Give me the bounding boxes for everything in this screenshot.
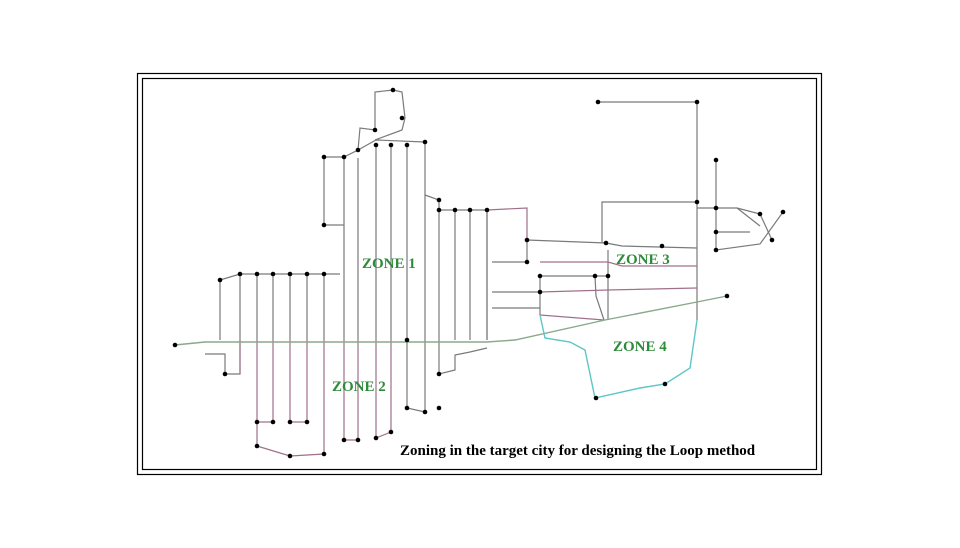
- zone-4-label: ZONE 4: [613, 339, 667, 355]
- network-nodes: [172, 87, 786, 459]
- inner-frame: [141, 77, 818, 471]
- zone-2-label: ZONE 2: [332, 379, 386, 395]
- zone-1-label: ZONE 1: [362, 256, 416, 272]
- zone-3-label: ZONE 3: [616, 252, 670, 268]
- network-trunk: [174, 295, 728, 346]
- outer-frame: [136, 72, 823, 476]
- network-grey: [205, 89, 784, 413]
- figure-caption: Zoning in the target city for designing …: [400, 443, 756, 459]
- network-mauve: [239, 207, 698, 457]
- network-cyan: [539, 314, 698, 399]
